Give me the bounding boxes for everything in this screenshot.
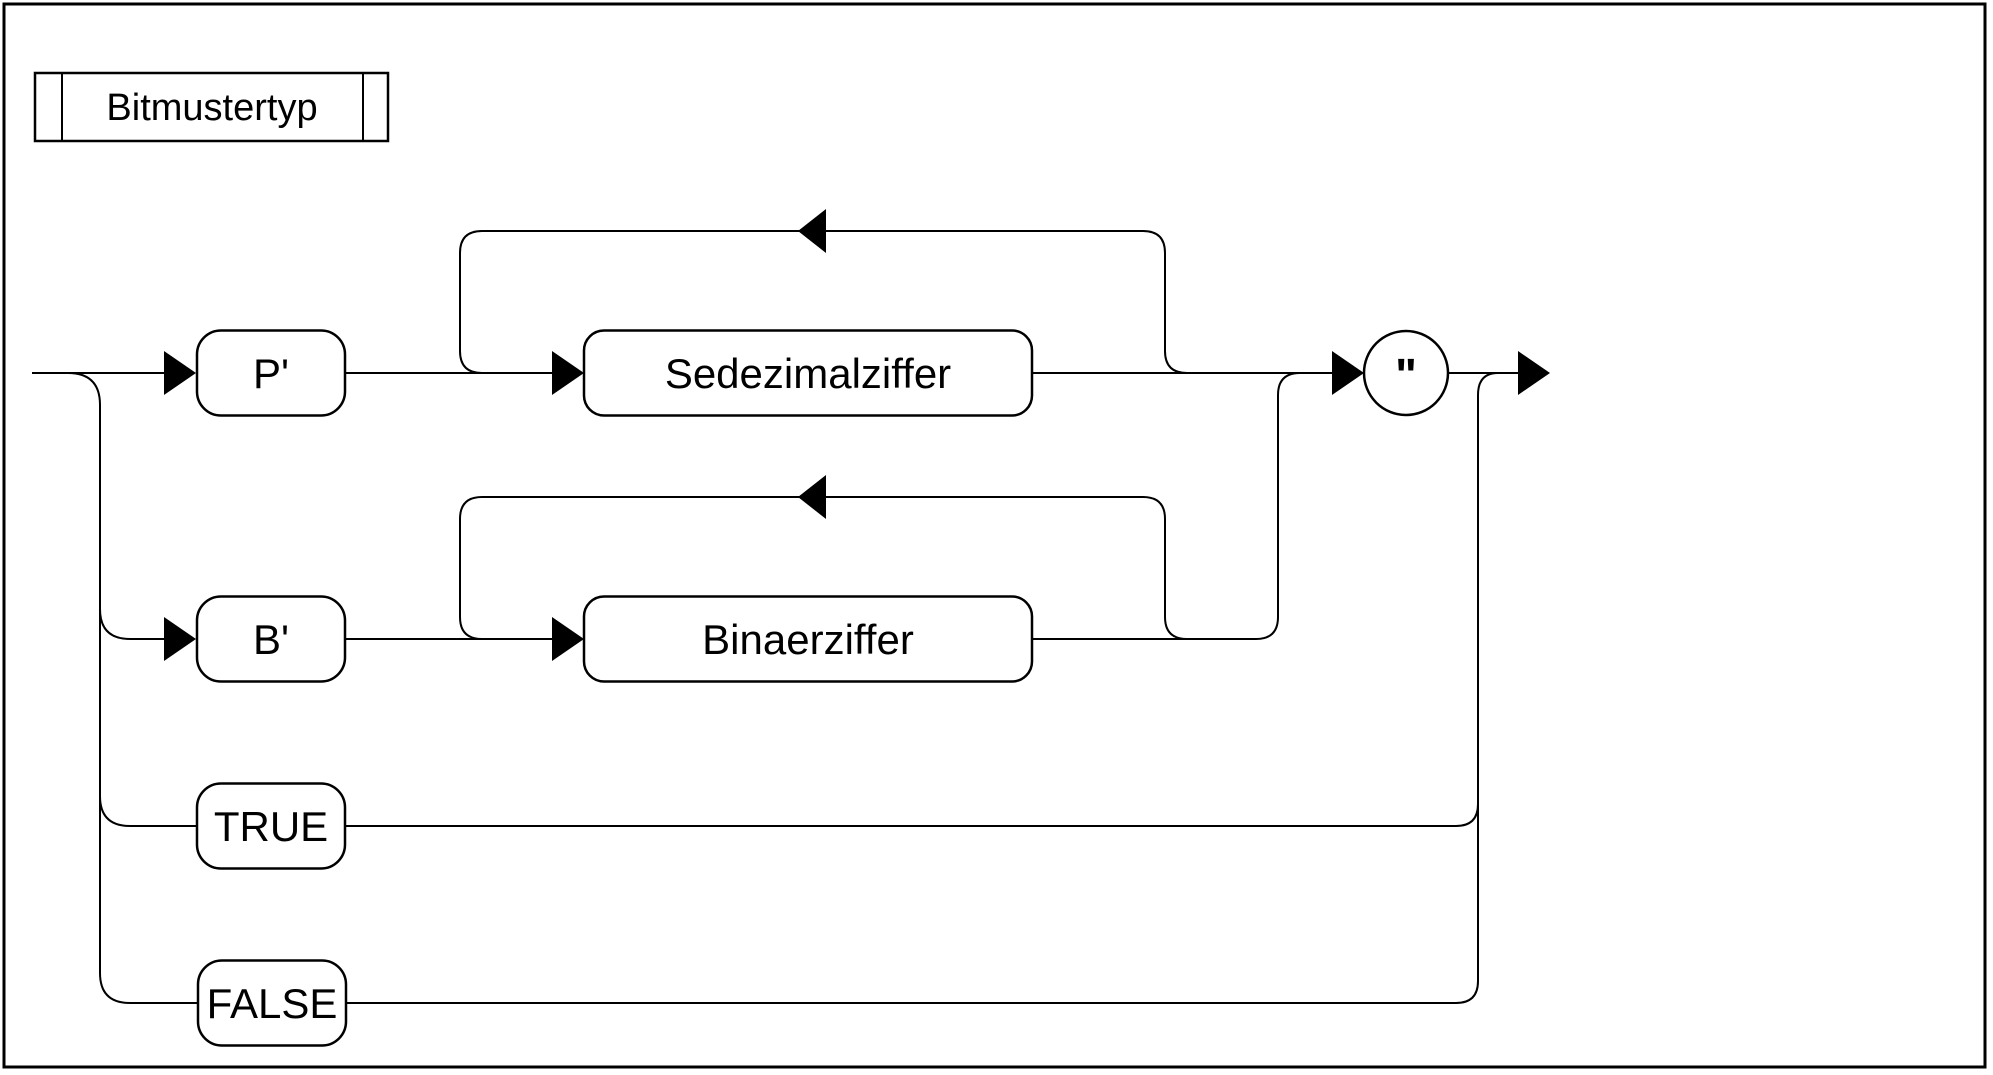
arrow-left-icon <box>798 209 826 253</box>
arrow-right-icon <box>164 617 196 661</box>
diagram-title: Bitmustertyp <box>106 87 317 129</box>
node-b-frame <box>195 595 347 683</box>
node-binaerziffer: Binaerziffer <box>582 595 1034 683</box>
node-sedezimalziffer-frame <box>582 329 1034 417</box>
arrow-right-icon <box>1332 351 1364 395</box>
arrow-right-icon <box>1518 351 1550 395</box>
node-sedezimalziffer-label: Sedezimalziffer <box>665 350 951 397</box>
arrow-right-icon <box>552 351 584 395</box>
node-p-label: P' <box>253 350 289 397</box>
node-p-frame <box>195 329 347 417</box>
node-quote-label: " <box>1395 349 1417 401</box>
node-false-terminal: FALSE <box>196 959 348 1047</box>
node-b-terminal: B' <box>195 595 347 683</box>
track-left-branch <box>67 372 131 1004</box>
arrow-right-icon <box>164 351 196 395</box>
track-b-rejoin <box>1255 372 1301 640</box>
node-quote-terminal: " <box>1362 329 1450 417</box>
title-box: Bitmustertyp <box>33 71 390 143</box>
node-sedezimalziffer: Sedezimalziffer <box>582 329 1034 417</box>
track-left-branch-join-true <box>99 795 131 827</box>
node-false-label: FALSE <box>207 980 338 1027</box>
title-box-frame <box>33 71 390 143</box>
node-true-terminal: TRUE <box>195 782 347 870</box>
node-binaerziffer-label: Binaerziffer <box>702 616 914 663</box>
track-right-rejoin-rail <box>1455 372 1499 1004</box>
node-b-label: B' <box>253 616 289 663</box>
track-left-branch-join-b <box>99 608 131 640</box>
node-true-label: TRUE <box>214 803 328 850</box>
node-p-terminal: P' <box>195 329 347 417</box>
arrow-right-icon <box>552 617 584 661</box>
node-true-frame <box>195 782 347 870</box>
node-binaerziffer-frame <box>582 595 1034 683</box>
node-false-frame <box>196 959 348 1047</box>
arrow-left-icon <box>798 475 826 519</box>
node-quote-frame <box>1362 329 1450 417</box>
